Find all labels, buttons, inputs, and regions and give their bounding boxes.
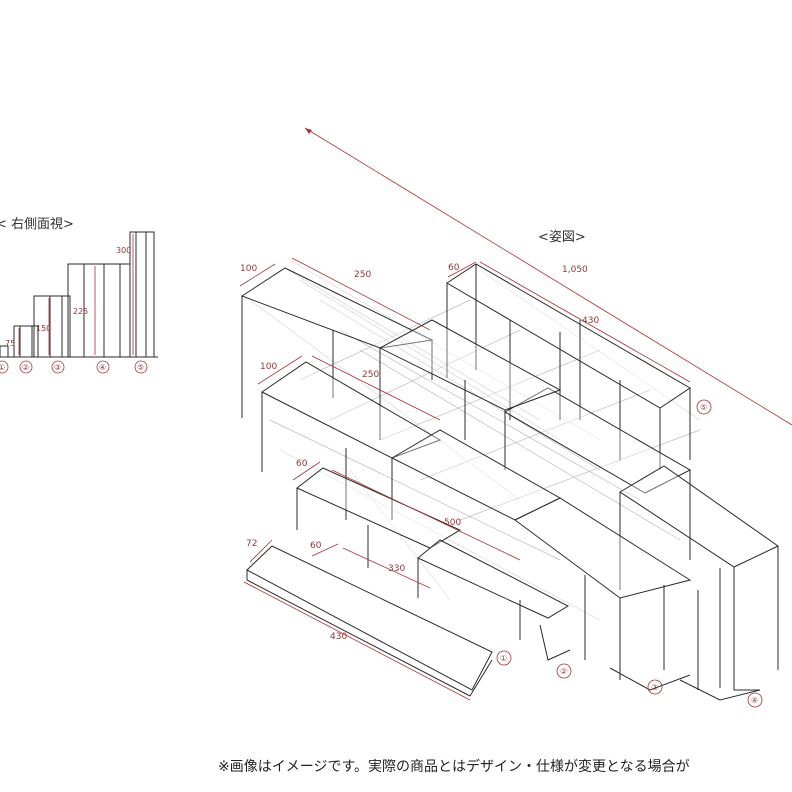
side-step-3 <box>33 295 71 358</box>
disclaimer-caption: ※画像はイメージです。実際の商品とはデザイン・仕様が変更となる場合が <box>218 759 690 775</box>
dim-330: 330 <box>388 564 405 574</box>
overall-dimension-line <box>304 127 792 426</box>
dim-72: 72 <box>246 539 257 549</box>
marker-4: ④ <box>751 696 758 705</box>
tier-5 <box>446 263 691 470</box>
tier-4 <box>503 387 779 701</box>
side-dim-75: 75 <box>5 339 15 348</box>
side-dim-300: 300 <box>116 246 131 255</box>
marker-3: ③ <box>651 683 658 692</box>
tier-4-left <box>240 267 562 470</box>
side-dim-225: 225 <box>73 307 88 316</box>
dim-430-back: 430 <box>582 316 599 326</box>
dimension-lines <box>239 257 691 701</box>
perspective-title: <姿図> <box>538 229 586 245</box>
side-step-2 <box>13 325 39 358</box>
dim-60-low: 60 <box>310 541 322 551</box>
side-step-1 <box>0 345 9 358</box>
dim-430-front: 430 <box>330 632 347 642</box>
marker-2: ② <box>560 667 567 676</box>
marker-1: ① <box>500 654 507 663</box>
side-marker-5: ⑤ <box>137 363 144 372</box>
side-marker-2: ② <box>22 363 29 372</box>
perspective-view: <姿図> <box>239 127 792 708</box>
dim-100-top: 100 <box>240 264 257 274</box>
dim-60-top: 60 <box>448 263 460 273</box>
tier-2 <box>296 467 571 661</box>
side-marker-4: ④ <box>99 363 106 372</box>
tier-3 <box>261 361 692 691</box>
dim-500: 500 <box>444 518 461 528</box>
side-marker-3: ③ <box>54 363 61 372</box>
side-marker-1: ① <box>0 363 5 372</box>
side-dim-150: 150 <box>36 324 51 333</box>
dim-250-top: 250 <box>354 270 371 280</box>
dim-100-mid: 100 <box>260 362 277 372</box>
dim-250-mid: 250 <box>362 370 379 380</box>
side-view-title: < 右側面視> <box>0 217 74 232</box>
dim-1050: 1,050 <box>562 265 588 275</box>
side-view: < 右側面視> 75 150 225 300 ① ② <box>0 217 158 374</box>
marker-5: ⑤ <box>700 403 707 412</box>
dim-60-mid: 60 <box>296 459 308 469</box>
tier-1 <box>246 545 493 697</box>
side-step-5 <box>129 231 155 358</box>
